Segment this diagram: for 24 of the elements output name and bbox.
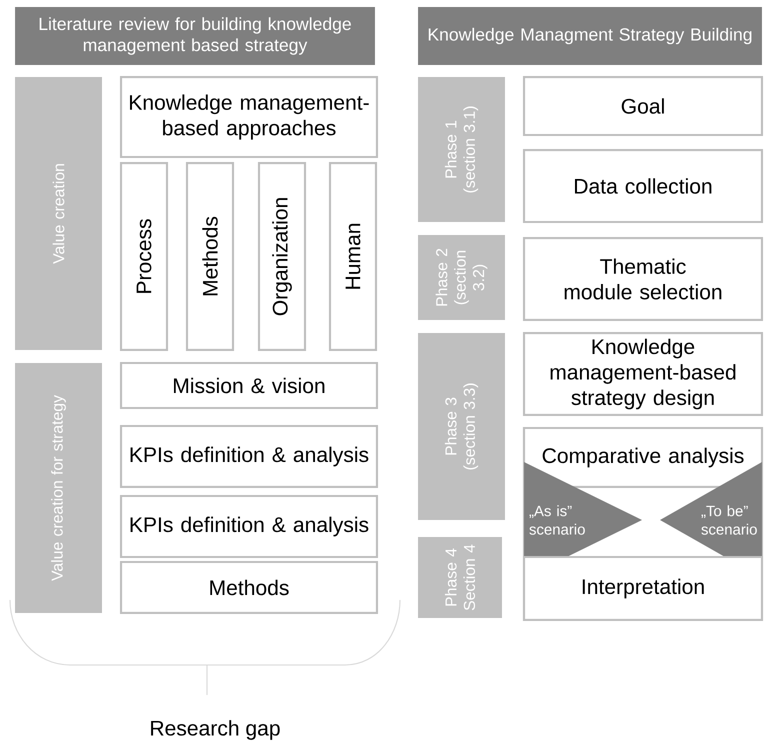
text-box: Data collection bbox=[522, 148, 764, 224]
text-box: KPIs definition & analysis bbox=[120, 494, 378, 558]
vertical-text-box: Human bbox=[328, 162, 378, 352]
vertical-text-box: Organization bbox=[258, 162, 306, 352]
caption-text: Research gap bbox=[151, 720, 280, 740]
side-label-panel: Phase 1 (section 3.1) bbox=[418, 77, 505, 222]
side-label-panel: Phase 3 (section 3.3) bbox=[418, 333, 505, 520]
text-box: Knowledge management-based strategy design bbox=[522, 332, 764, 416]
text-box: KPIs definition & analysis bbox=[120, 424, 378, 488]
vertical-text-box: Process bbox=[120, 162, 168, 352]
text-box: Mission & vision bbox=[120, 362, 378, 410]
text-box: Methods bbox=[120, 560, 378, 614]
vertical-text-box: Methods bbox=[186, 162, 234, 352]
text-box: Goal bbox=[522, 76, 764, 136]
text-box: Comparative analysis bbox=[522, 426, 764, 488]
side-label-panel: Phase 4 Section 4 bbox=[418, 537, 502, 618]
side-label-panel: Value creation bbox=[15, 77, 102, 350]
text-box: Interpretation bbox=[522, 556, 764, 622]
header-bar: Knowledge Managment Strategy Building bbox=[418, 7, 762, 65]
text-box: Knowledge management-based approaches bbox=[120, 76, 378, 158]
text-box: Thematic module selection bbox=[522, 236, 764, 322]
header-bar: Literature review for building knowledge management based strategy bbox=[15, 7, 375, 65]
side-label-panel: Value creation for strategy bbox=[15, 363, 102, 613]
side-label-panel: Phase 2 (section 3.2) bbox=[418, 235, 505, 320]
